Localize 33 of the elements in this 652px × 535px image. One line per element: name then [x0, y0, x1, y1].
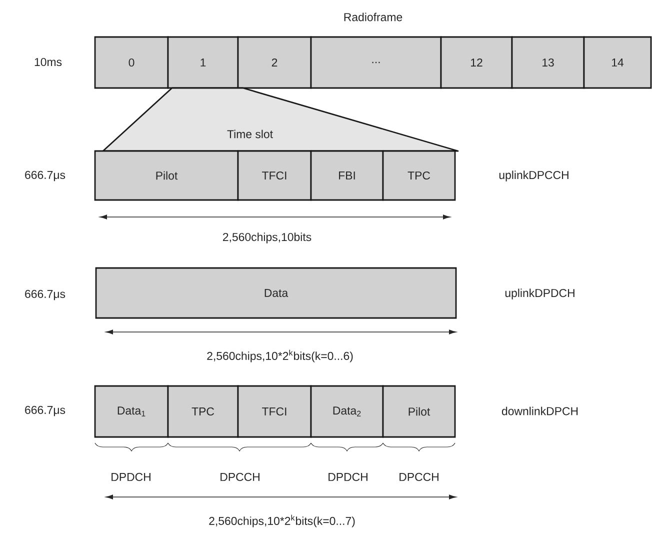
slot-cell: 1: [167, 36, 239, 89]
slot-cell: FBI: [310, 150, 384, 201]
slot-cell: 2: [237, 36, 312, 89]
slot-cell: 13: [511, 36, 585, 89]
slot-cell: Data$_{2}$: [310, 385, 384, 438]
brace-label: DPCCH: [400, 472, 438, 482]
slot-cell: Data: [95, 267, 457, 319]
channel-label: downlinkDPCH: [502, 406, 578, 416]
slot-cell: TPC: [382, 150, 456, 201]
channel-label: uplinkDPDCH: [505, 288, 574, 300]
frame-title: Radioframe: [344, 12, 402, 22]
dimension-text: 2,560chips,10*2$^{k}$bits(k=0...7): [209, 514, 355, 528]
time-slot-trapezoid: Time slot: [102, 87, 459, 152]
dimension-text: 2,560chips,10bits: [223, 232, 312, 244]
slot-cell: ...: [310, 36, 442, 89]
duration-label: 666.7μs: [25, 406, 66, 416]
duration-label: 666.7μs: [25, 170, 66, 182]
brace-label: DPDCH: [112, 472, 150, 482]
slot-cell: 0: [94, 36, 169, 89]
slot-cell: TFCI: [237, 150, 312, 201]
dimension-text: 2,560chips,10*2$^{k}$bits(k=0...6): [207, 350, 353, 362]
slot-cell: TFCI: [237, 385, 312, 438]
channel-label: uplinkDPCCH: [499, 170, 568, 182]
duration-label: 666.7μs: [25, 290, 66, 300]
slot-cell: Pilot: [382, 385, 456, 438]
brace-label: DPDCH: [328, 472, 368, 482]
brace-label: DPCCH: [220, 472, 260, 482]
slot-cell: TPC: [167, 385, 239, 438]
duration-label: 10ms: [34, 58, 62, 66]
slot-cell: 14: [583, 36, 652, 89]
slot-cell: 12: [440, 36, 513, 89]
slot-cell: Pilot: [94, 150, 239, 201]
slot-cell: Data$_{1}$: [94, 385, 169, 438]
